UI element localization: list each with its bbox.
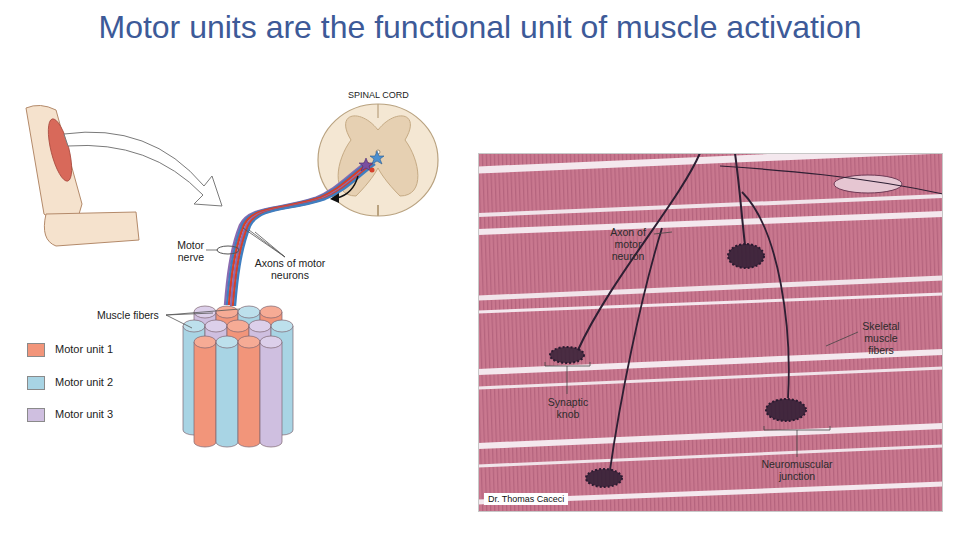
synaptic-knob — [586, 469, 622, 487]
spinal-cord — [318, 104, 438, 216]
structure-label: SPINAL CORD — [348, 90, 409, 100]
leader-line — [255, 232, 285, 257]
nerve-sheath — [217, 246, 239, 254]
legend-label: Motor unit 2 — [55, 376, 113, 389]
axon — [233, 164, 373, 306]
motor-neuron — [370, 151, 384, 164]
leader-line — [654, 232, 672, 234]
fiber-end — [227, 320, 249, 332]
leader-line — [166, 315, 192, 328]
fiber-end — [260, 336, 282, 348]
upper-arm — [26, 105, 82, 226]
fiber-end — [216, 336, 238, 348]
credit-box: Dr. Thomas Caceci — [484, 493, 568, 505]
motor-neuron — [370, 168, 375, 173]
leader-line — [243, 228, 285, 257]
fiber-boundary — [478, 294, 943, 312]
axon-branch — [742, 192, 789, 398]
fiber-boundary — [478, 278, 943, 298]
fiber-boundary — [478, 214, 943, 232]
fiber-end — [238, 306, 260, 318]
micrograph-label: Skeletal muscle fibers — [856, 320, 906, 356]
micrograph — [478, 153, 943, 512]
direction-arrow — [337, 176, 358, 198]
axon-path — [233, 164, 373, 306]
slide-title: Motor units are the functional unit of m… — [0, 9, 960, 46]
legend-swatch — [27, 408, 45, 422]
axon — [235, 164, 375, 306]
fiber-end — [271, 320, 293, 332]
micrograph-label: Neuromuscular junction — [752, 458, 842, 482]
leader-line — [206, 250, 218, 251]
structure-label: Axons of motor neurons — [252, 257, 328, 281]
bracket — [545, 362, 590, 394]
leader-line — [826, 332, 858, 346]
legend-swatch — [27, 376, 45, 390]
bracket — [764, 426, 830, 457]
fiber-end — [194, 336, 216, 348]
fiber-end — [249, 320, 271, 332]
muscle-fiber — [216, 342, 238, 447]
axon-branch — [720, 166, 943, 194]
fiber-end — [205, 320, 227, 332]
muscle-fiber — [238, 342, 260, 447]
axon-branch — [578, 153, 700, 350]
fiber-end — [216, 306, 238, 318]
axon-path — [235, 164, 375, 306]
muscle-fiber — [260, 342, 282, 447]
posterior-septum — [377, 104, 378, 118]
leader-line — [249, 230, 285, 257]
arrow-head — [330, 193, 339, 203]
fiber-boundary — [478, 426, 943, 446]
legend-label: Motor unit 3 — [55, 408, 113, 421]
zoom-arrow — [64, 132, 222, 206]
axon-branch — [610, 228, 662, 470]
legend-label: Motor unit 1 — [55, 343, 113, 356]
fiber-end — [183, 320, 205, 332]
synaptic-knob — [728, 244, 764, 268]
fiber-boundary — [478, 153, 943, 170]
fiber-boundary — [478, 368, 943, 388]
biceps-muscle — [44, 117, 77, 183]
fiber-boundary — [478, 446, 943, 466]
micrograph-background — [478, 153, 943, 512]
striations — [478, 153, 943, 512]
fiber-end — [238, 336, 260, 348]
muscle-fiber — [194, 342, 216, 447]
legend-swatch — [27, 343, 45, 357]
fiber-boundary — [478, 196, 943, 215]
structure-label: Muscle fibers — [97, 309, 159, 321]
micrograph-frame — [479, 154, 943, 512]
micrograph-label: Synaptic knob — [540, 396, 596, 420]
node-text: Dr. Thomas Caceci — [488, 494, 564, 504]
leader-line — [166, 309, 240, 315]
anterior-fissure — [377, 205, 379, 216]
synaptic-knob — [766, 399, 806, 421]
fiber-end — [260, 306, 282, 318]
synaptic-knob — [550, 347, 584, 363]
forearm — [44, 212, 139, 246]
structure-label: Motor nerve — [160, 239, 204, 263]
micrograph-label: Axon of motor neuron — [601, 226, 655, 262]
